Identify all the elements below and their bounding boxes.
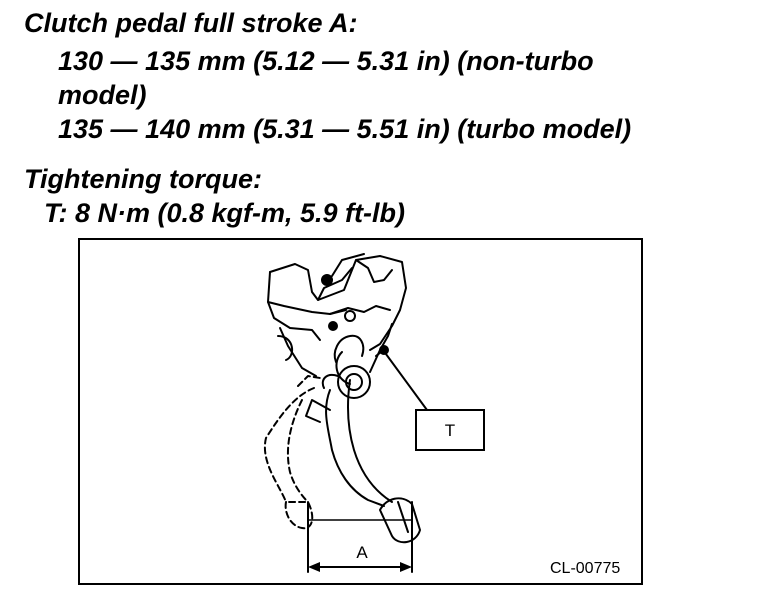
pedal-pad bbox=[379, 497, 421, 544]
clutch-pedal-figure: T A CL-00775 bbox=[78, 238, 643, 585]
callout-t-box bbox=[415, 409, 485, 451]
pedal-arm bbox=[325, 389, 385, 507]
pedal-arm-depressed bbox=[263, 387, 315, 503]
clutch-pedal-diagram: T A CL-00775 bbox=[263, 253, 620, 577]
stroke-spec-nonturbo-continued: model) bbox=[58, 80, 147, 110]
return-spring bbox=[333, 334, 365, 363]
stroke-heading: Clutch pedal full stroke A: bbox=[24, 8, 358, 38]
callout-t-label: T bbox=[445, 421, 455, 440]
torque-heading: Tightening torque: bbox=[24, 164, 262, 194]
stroke-spec-nonturbo: 130 — 135 mm (5.12 — 5.31 in) (non-turbo bbox=[58, 46, 594, 76]
pedal-bracket bbox=[269, 255, 407, 351]
torque-spec: T: 8 N·m (0.8 kgf-m, 5.9 ft-lb) bbox=[44, 198, 406, 228]
dimension-a-label: A bbox=[356, 543, 368, 562]
stroke-spec-turbo: 135 — 140 mm (5.31 — 5.51 in) (turbo mod… bbox=[58, 114, 632, 144]
figure-code: CL-00775 bbox=[550, 560, 620, 577]
